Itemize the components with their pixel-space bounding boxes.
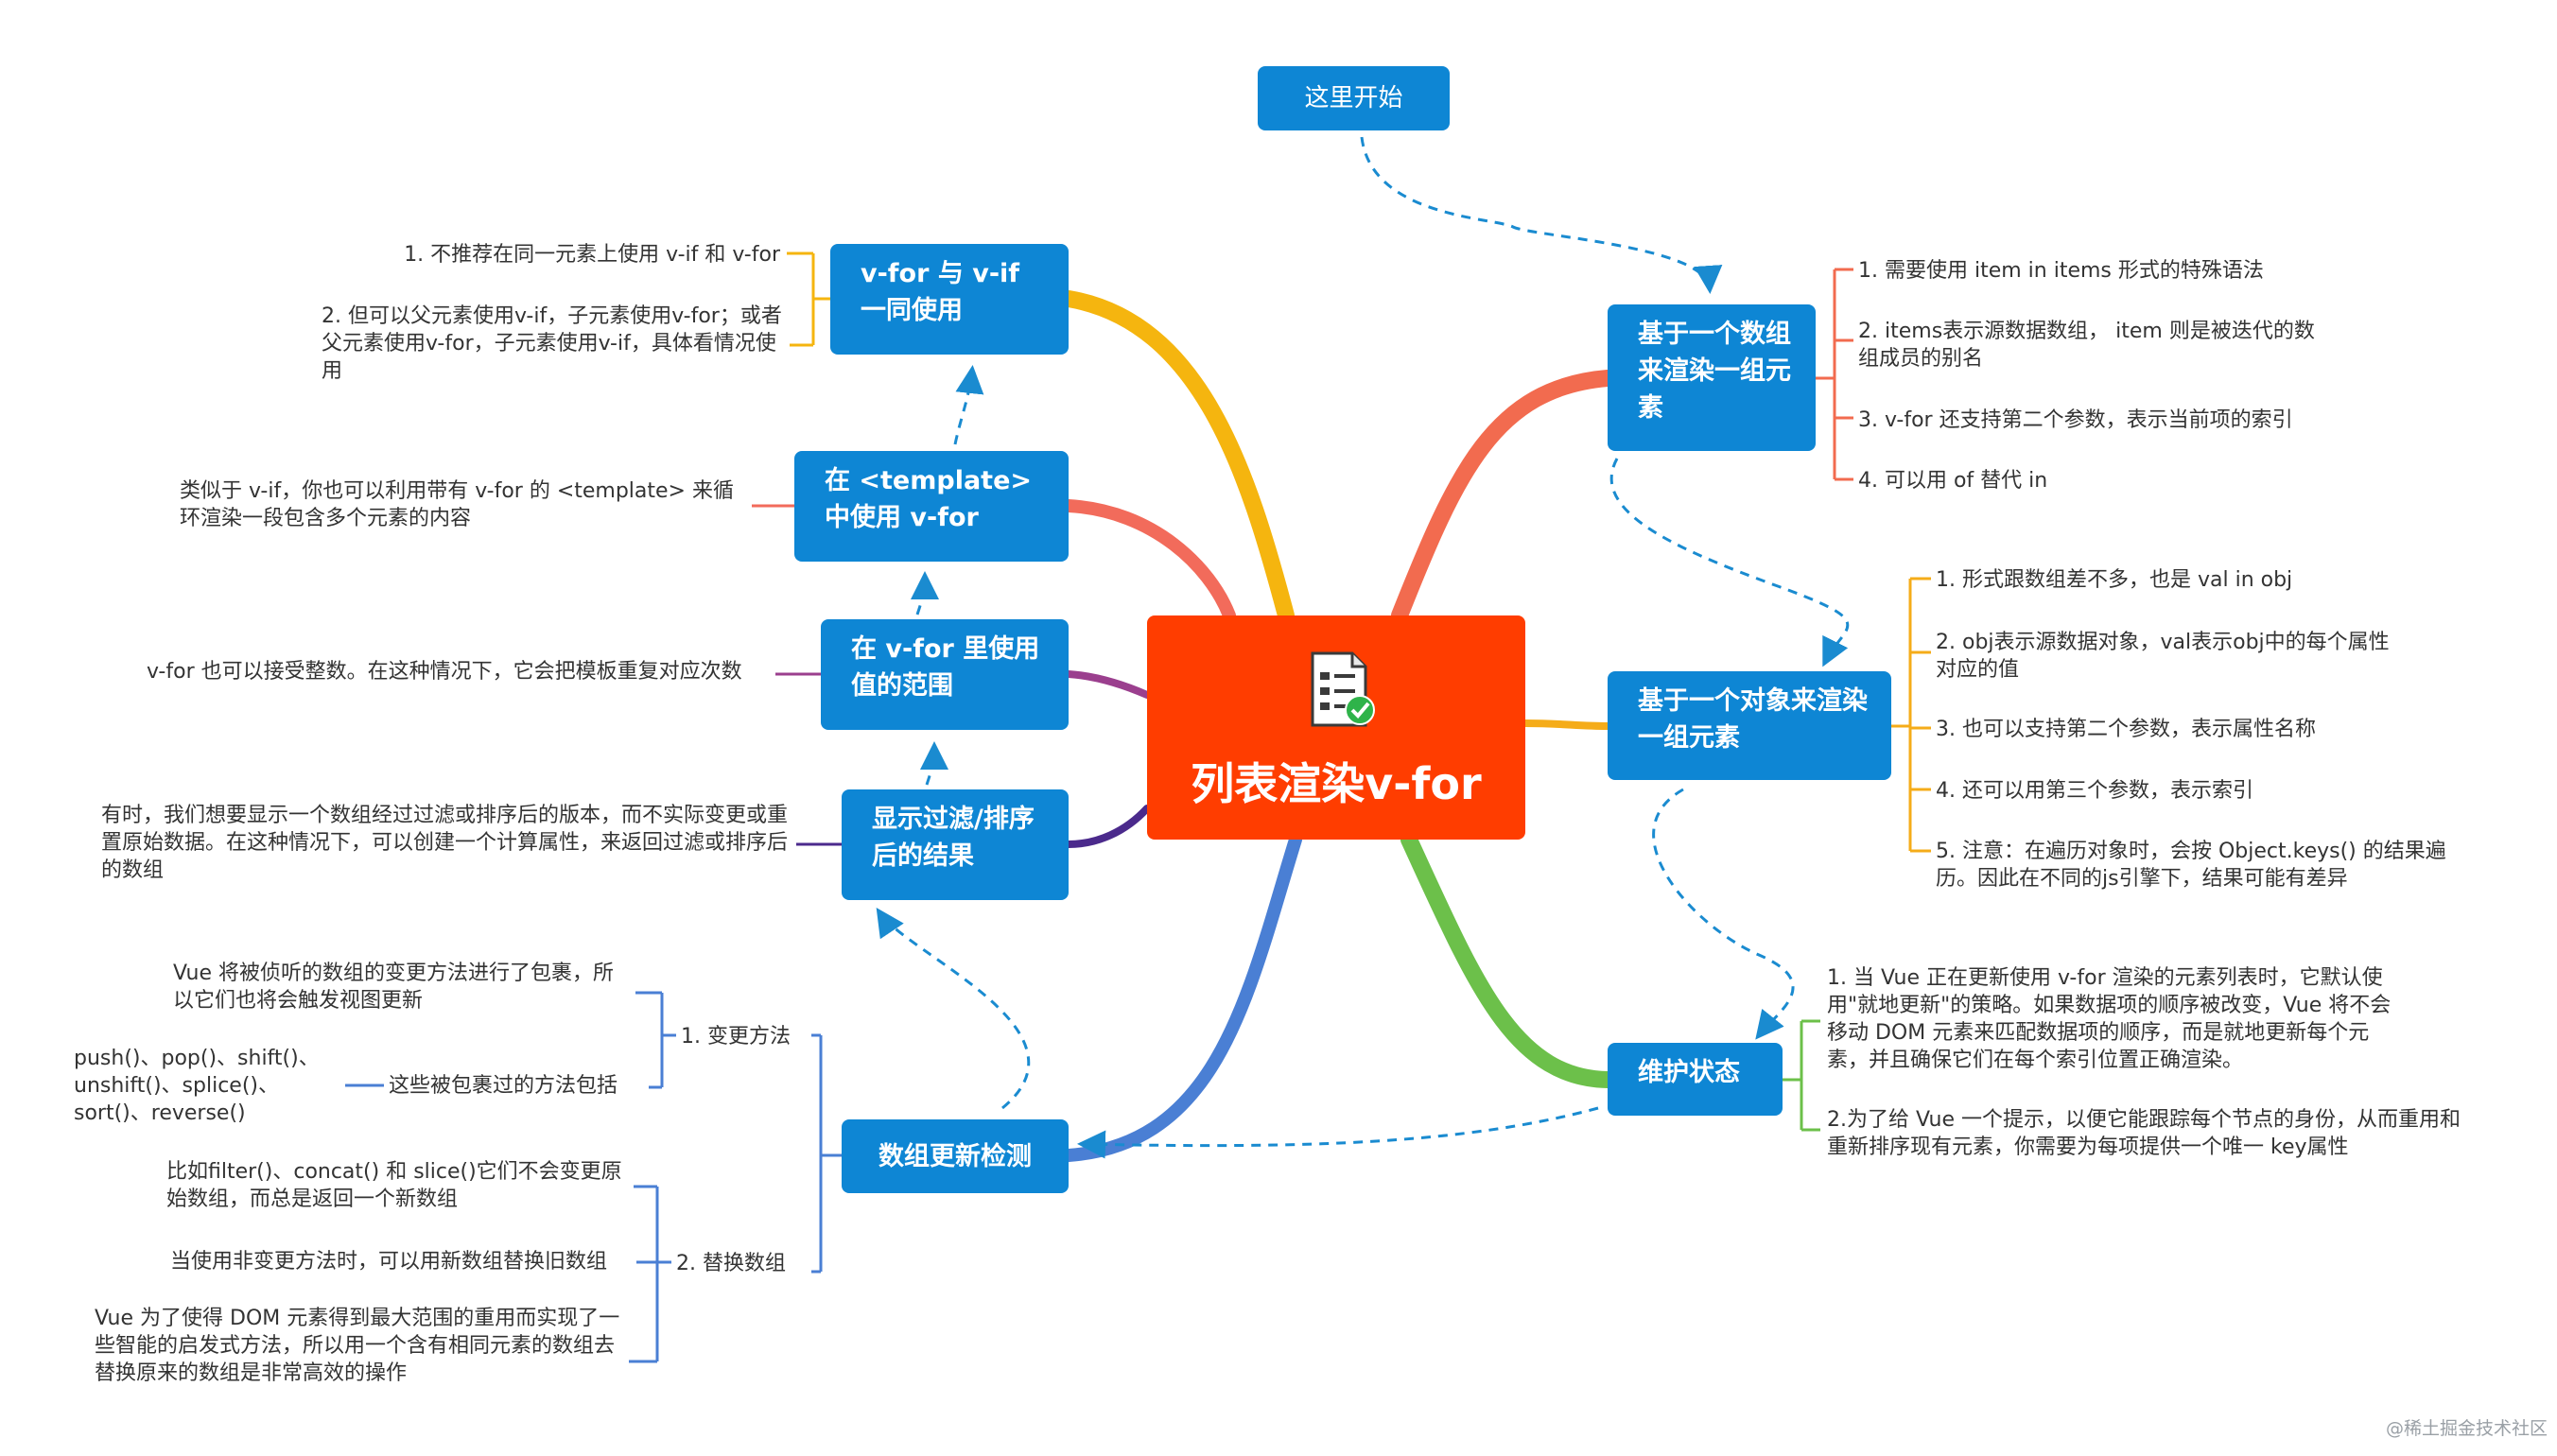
flow-state-to-detection [1077,1106,1599,1159]
bracket-state [1783,1019,1820,1132]
flow-object-to-state [1652,788,1795,1040]
bracket-array [1816,268,1853,481]
leaf-replace-1: 比如filter()、concat() 和 slice()它们不会变更原始数组，… [166,1160,622,1211]
leaf-array-4: 4. 可以用 of 替代 in [1858,469,2048,493]
flow-filter-to-range [919,741,948,786]
topic-template-for[interactable]: 在 <template> 中使用 v-for [794,451,1069,562]
bracket-detection [811,1033,842,1274]
branch-for-if [1060,290,1295,624]
bracket-mutation [635,991,676,1089]
leaf-object-4: 4. 还可以用第三个参数，表示索引 [1936,779,2253,803]
branch-array [1391,370,1616,624]
central-title: 列表渲染v-for [1191,758,1482,809]
leaf-template-1: 类似于 v-if，你也可以利用带有 v-for 的 <template> 来循环… [180,479,734,530]
topic-value-range[interactable]: 在 v-for 里使用值的范围 [821,619,1069,730]
leaf-array-2: 2. items表示源数据数组， item 则是被迭代的数组成员的别名 [1858,320,2315,371]
branch-range [1065,670,1151,699]
group-replace-array: 2. 替换数组 [676,1252,786,1275]
checklist-icon [1311,651,1375,727]
branch-detection [1062,833,1302,1162]
leaf-object-2: 2. obj表示源数据对象，val表示obj中的每个属性对应的值 [1936,631,2390,682]
leaf-range-1: v-for 也可以接受整数。在这种情况下，它会把模板重复对应次数 [147,660,742,684]
bracket-for-if [787,251,830,347]
leaf-filter-1: 有时，我们想要显示一个数组经过过滤或排序后的版本，而不实际变更或重置原始数据。在… [101,804,789,882]
topic-for-with-if[interactable]: v-for 与 v-if 一同使用 [830,244,1069,355]
leaf-array-3: 3. v-for 还支持第二个参数，表示当前项的索引 [1858,408,2293,432]
central-topic[interactable]: 列表渲染v-for [1147,615,1525,840]
leaf-state-2: 2.为了给 Vue 一个提示，以便它能跟踪每个节点的身份，从而重用和重新排序现有… [1827,1108,2461,1159]
leaf-replace-3: Vue 为了使得 DOM 元素得到最大范围的重用而实现了一些智能的启发式方法，所… [95,1307,620,1385]
leaf-forif-1: 1. 不推荐在同一元素上使用 v-if 和 v-for [404,243,780,267]
topic-maintain-state[interactable]: 维护状态 [1608,1043,1783,1116]
leaf-replace-2: 当使用非变更方法时，可以用新数组替换旧数组 [170,1250,608,1274]
topic-array-render[interactable]: 基于一个数组来渲染一组元素 [1608,304,1816,451]
flow-range-to-template [910,571,939,615]
watermark: @稀土掘金技术社区 [2385,1418,2548,1439]
group-mutation-methods: 1. 变更方法 [681,1025,791,1049]
leaf-object-5: 5. 注意：在遍历对象时，会按 Object.keys() 的结果遍历。因此在不… [1936,840,2446,891]
leaf-forif-2: 2. 但可以父元素使用v-if，子元素使用v-for；或者父元素使用v-for，… [322,304,782,383]
leaf-array-1: 1. 需要使用 item in items 形式的特殊语法 [1858,259,2264,283]
flow-template-to-forif [953,365,984,445]
leaf-mutation-2: 这些被包裹过的方法包括 [389,1074,618,1098]
flow-detection-to-filter [876,908,1031,1110]
branch-object [1522,719,1611,730]
branch-filter [1065,805,1151,848]
start-node[interactable]: 这里开始 [1258,66,1450,130]
leaf-object-3: 3. 也可以支持第二个参数，表示属性名称 [1936,718,2316,741]
leaf-object-1: 1. 形式跟数组差不多，也是 val in obj [1936,568,2293,592]
flow-start-to-array [1360,136,1723,294]
leaf-mutation-1: Vue 将被侦听的数组的变更方法进行了包裹，所以它们也将会触发视图更新 [173,962,615,1013]
bracket-object [1891,577,1931,853]
topic-filter-sort[interactable]: 显示过滤/排序后的结果 [842,789,1069,900]
topic-array-detection[interactable]: 数组更新检测 [842,1119,1069,1193]
branch-state [1400,831,1616,1088]
flow-array-to-object [1609,458,1850,667]
bracket-replace [629,1185,671,1363]
topic-object-render[interactable]: 基于一个对象来渲染一组元素 [1608,671,1891,780]
leaf-state-1: 1. 当 Vue 正在更新使用 v-for 渲染的元素列表时，它默认使用"就地更… [1827,966,2392,1072]
branch-template [1062,499,1236,622]
leaf-mutation-methods-list: push()、pop()、shift()、unshift()、splice()、… [74,1047,320,1125]
